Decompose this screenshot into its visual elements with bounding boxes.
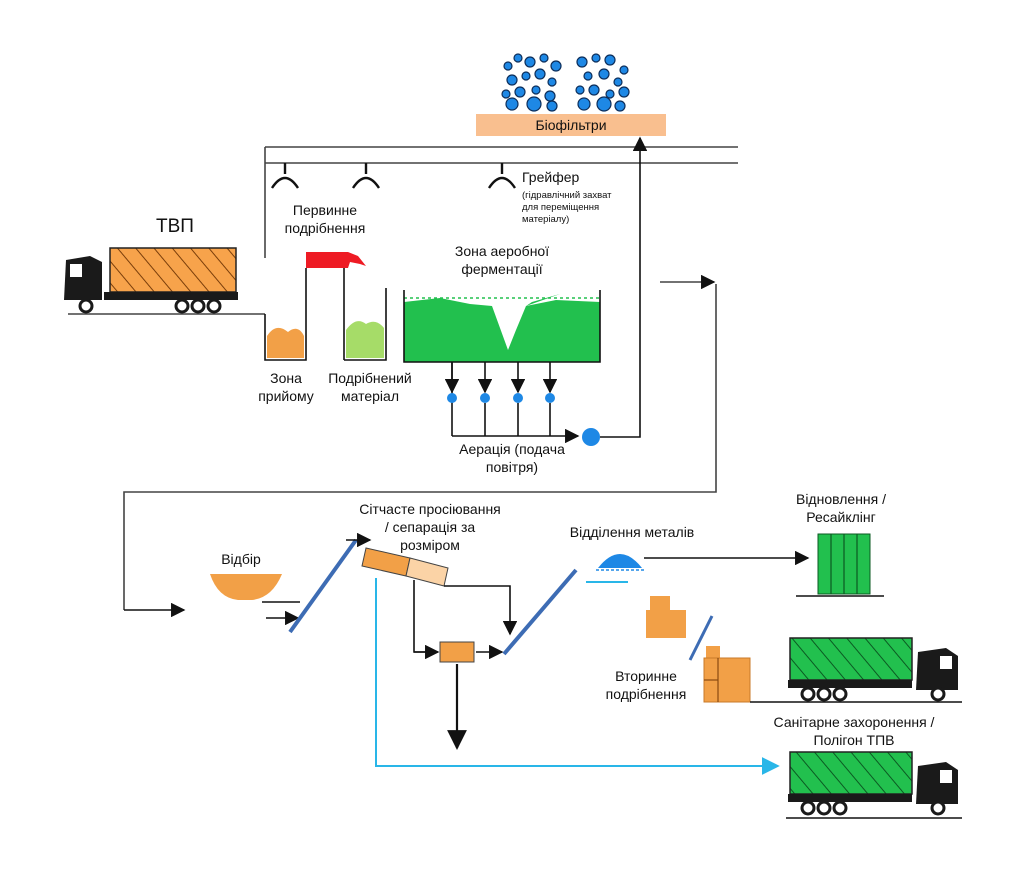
shredded-label-2: матеріал [341, 388, 399, 404]
selection-label: Відбір [221, 551, 261, 567]
landfill-truck-icon [786, 751, 962, 819]
aerobic-zone-label-1: Зона аеробної [455, 243, 549, 259]
msw-label: ТВП [156, 216, 194, 237]
reception-label-2: прийому [258, 388, 314, 404]
landfill-label-2: Полігон ТПВ [814, 732, 895, 748]
grab-note-line3: матеріалу) [522, 214, 569, 225]
recovery-label-2: Ресайклінг [806, 509, 876, 525]
aeration-label-1: Аерація (подача [459, 441, 565, 457]
aerobic-fermentation-bed [403, 290, 601, 363]
aerobic-zone-label-2: ферментації [461, 261, 542, 277]
shredded-material-bin [344, 288, 387, 361]
screen-outputs [413, 580, 518, 660]
primary-shredder [305, 252, 366, 360]
reject-to-landfill-line [375, 578, 780, 775]
grab-note-line2: для переміщення [522, 202, 599, 213]
screen-conveyor [288, 538, 358, 634]
selection-bowl [210, 574, 282, 600]
transfer-flow [123, 274, 717, 618]
metal-conveyor [502, 568, 578, 656]
screening-label-3: розміром [400, 537, 460, 553]
screening-label-2: / сепарація за [385, 519, 476, 535]
primary-shredding-label-2: подрібнення [285, 220, 366, 236]
landfill-label-1: Санітарне захоронення / [774, 714, 935, 730]
incoming-truck-icon [64, 247, 265, 315]
biofilter-bar [476, 114, 666, 136]
grab-title: Грейфер [522, 169, 579, 185]
trommel-screen [361, 547, 449, 587]
biofilters-label: Біофільтри [535, 117, 606, 133]
outgoing-truck-icon [750, 637, 962, 703]
exhaust-to-biofilter [600, 136, 648, 438]
reception-label-1: Зона [270, 370, 302, 386]
grab-crane-icon [270, 163, 517, 189]
biofilter-bubbles [501, 53, 630, 112]
shredded-label-1: Подрібнений [328, 370, 412, 386]
magnet-icon [598, 554, 642, 568]
secondary-shredding-label-2: подрібнення [606, 686, 687, 702]
secondary-shredding-label-1: Вторинне [615, 668, 677, 684]
recycling-bin-icon [796, 533, 884, 597]
primary-shredding-label-1: Первинне [293, 202, 357, 218]
screening-label-1: Сітчасте просіювання [359, 501, 501, 517]
recovery-label-1: Відновлення / [796, 491, 886, 507]
blower-icon [582, 428, 600, 446]
fines-box [439, 641, 475, 663]
aeration-label-2: повітря) [486, 459, 538, 475]
reception-pit [264, 280, 307, 361]
aeration-pipes [444, 362, 580, 444]
secondary-shredder [646, 596, 751, 703]
grab-note-line1: (гідравлічний захват [522, 190, 612, 201]
metal-separation-label: Відділення металів [570, 524, 695, 540]
